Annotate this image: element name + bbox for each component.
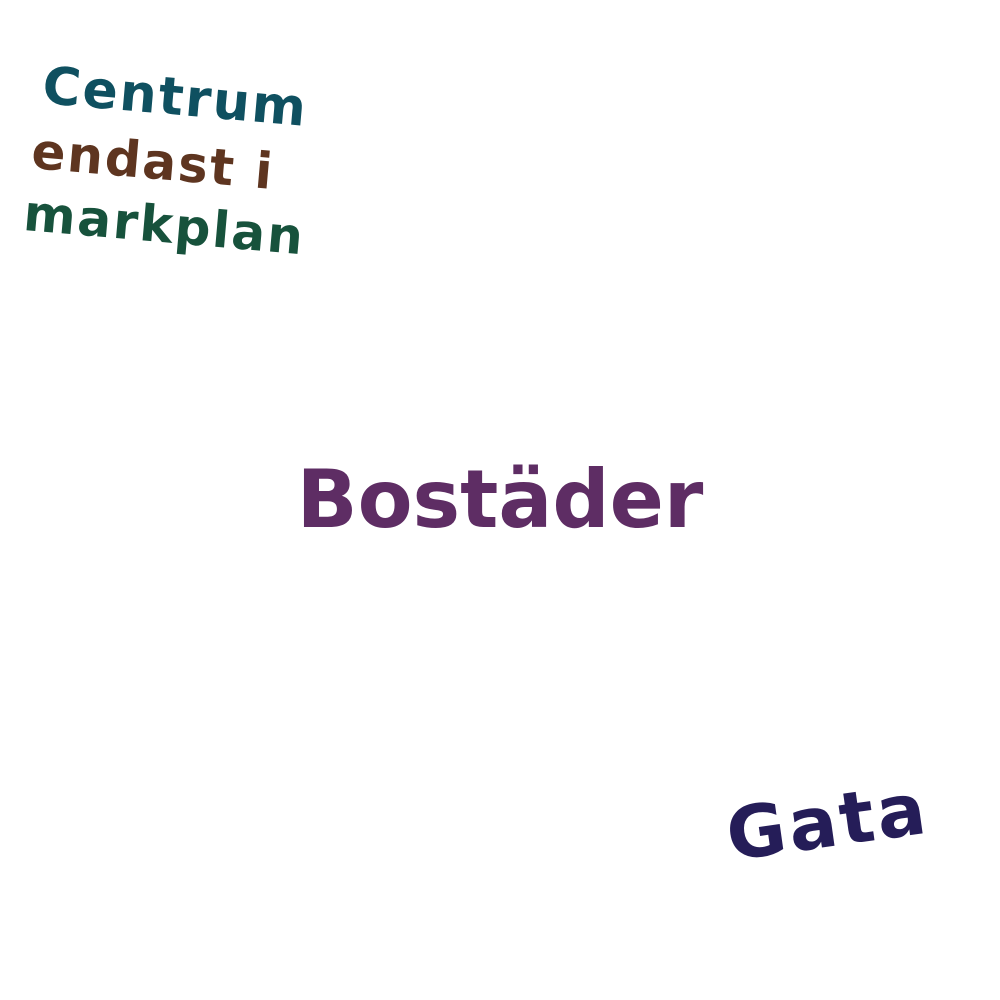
centrum-label: Centrum (40, 56, 311, 139)
endast-i-label: endast i (29, 122, 277, 201)
bostader-label: Bostäder (296, 453, 704, 546)
gata-label: Gata (721, 765, 934, 878)
